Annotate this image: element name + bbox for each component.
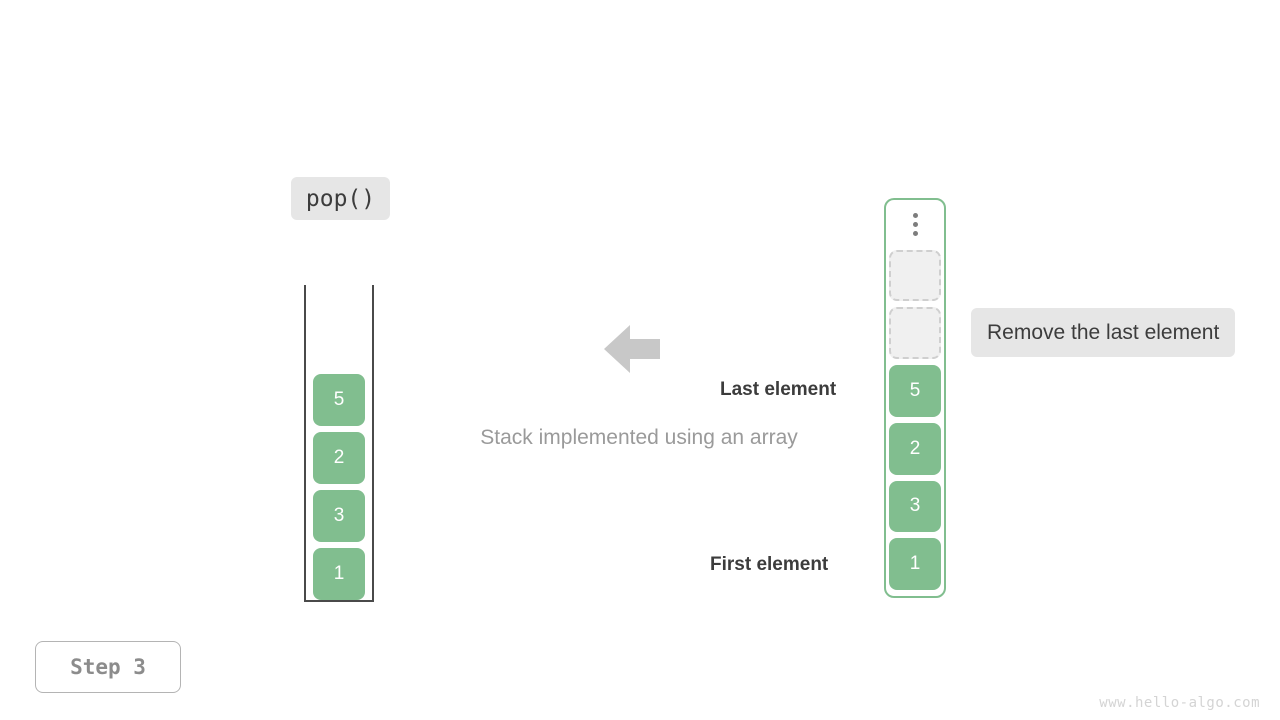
array-slot-empty xyxy=(889,307,941,360)
array-slot-filled: 2 xyxy=(889,422,941,475)
label-last-element: Last element xyxy=(720,379,837,400)
watermark: www.hello-algo.com xyxy=(1099,695,1260,711)
array-slot-filled: 3 xyxy=(889,480,941,533)
stack-element: 2 xyxy=(313,432,365,484)
array-slot-empty xyxy=(889,249,941,302)
stack-wall-left xyxy=(304,285,306,602)
vertical-ellipsis-icon xyxy=(889,200,941,250)
stack-element: 1 xyxy=(313,548,365,600)
array-slot-filled: 1 xyxy=(889,538,941,590)
stack-container: 5 2 3 1 xyxy=(304,285,374,602)
step-badge: Step 3 xyxy=(35,641,181,693)
operation-chip-pop: pop() xyxy=(291,177,390,220)
label-first-element: First element xyxy=(710,554,829,575)
array-container: 5 2 3 1 xyxy=(884,198,946,598)
ellipsis-dot xyxy=(912,222,918,228)
stack-floor xyxy=(304,600,374,602)
ellipsis-dot xyxy=(912,213,918,219)
diagram-caption-text: Stack implemented using an array xyxy=(480,426,798,449)
stack-element: 5 xyxy=(313,374,365,426)
ellipsis-dot xyxy=(912,231,918,237)
stack-items: 5 2 3 1 xyxy=(304,374,374,600)
tooltip-remove-last-element: Remove the last element xyxy=(971,308,1236,357)
stack-element: 3 xyxy=(313,490,365,542)
array-slot-filled: 5 xyxy=(889,365,941,417)
diagram-caption: Stack implemented using an array xyxy=(0,426,1280,450)
arrow-left-icon xyxy=(602,319,662,379)
stack-wall-right xyxy=(372,285,374,602)
